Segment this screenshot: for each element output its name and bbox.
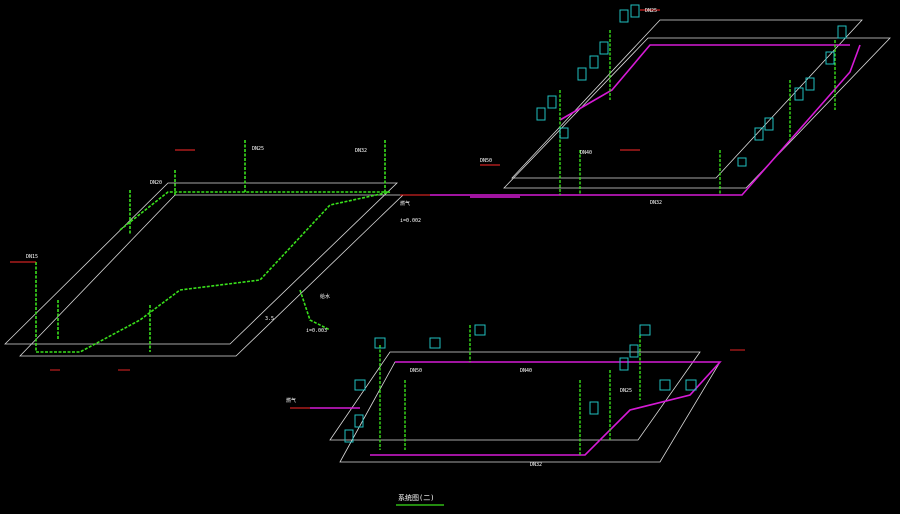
water-pipes-left: [35, 140, 391, 353]
floor-outlines: [4, 19, 891, 463]
label-bottom-5: 燃气: [286, 397, 296, 404]
bottom-floor-frame-upper: [329, 351, 701, 441]
equipment-boxes: [344, 4, 847, 443]
label-left-4: DN32: [355, 148, 367, 154]
left-floor-frame-upper: [4, 182, 398, 345]
label-left-2: DN20: [150, 180, 162, 186]
label-left-1: DN15: [26, 254, 38, 260]
label-bottom-1: DN50: [410, 368, 422, 374]
left-floor-frame-lower: [19, 194, 404, 357]
label-right-4: DN25: [645, 8, 657, 14]
gas-pipes-bottom: [310, 361, 722, 456]
gas-pipes-right: [430, 44, 861, 198]
risers-right: [559, 30, 836, 195]
label-bottom-2: DN40: [520, 368, 532, 374]
label-left-7: i=0.003: [306, 328, 327, 334]
label-left-6: 给水: [320, 293, 330, 300]
label-left-5: 3.5: [265, 316, 274, 322]
label-right-3: DN32: [650, 200, 662, 206]
label-bottom-4: DN25: [620, 388, 632, 394]
bottom-floor-frame-lower: [339, 361, 721, 463]
label-right-2: DN40: [580, 150, 592, 156]
drawing-title: 系统图(二): [398, 493, 434, 502]
risers-bottom: [379, 325, 641, 455]
label-right-6: i=0.002: [400, 218, 421, 224]
leader-lines: [10, 9, 745, 409]
label-right-1: DN50: [480, 158, 492, 164]
label-right-5: 燃气: [400, 200, 410, 207]
right-floor-frame-upper: [511, 19, 863, 179]
right-floor-frame-lower: [503, 37, 891, 189]
label-bottom-3: DN32: [530, 462, 542, 468]
pipe-labels: DN15 DN20 DN25 DN32 3.5 给水 i=0.003 DN50 …: [26, 8, 662, 468]
label-left-3: DN25: [252, 146, 264, 152]
